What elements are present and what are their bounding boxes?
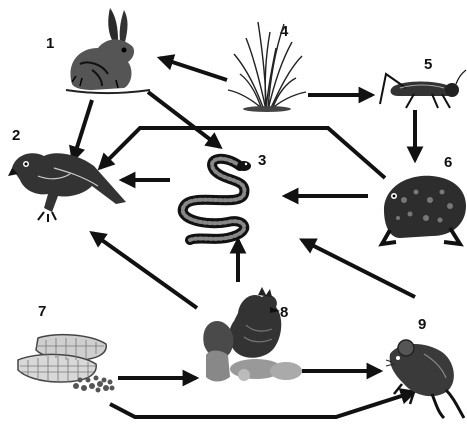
arrow-9-to-3 [302, 240, 415, 297]
number-label: 9 [418, 317, 426, 332]
mouse-icon [384, 334, 466, 420]
number-label: 6 [444, 155, 452, 170]
number-label: 1 [46, 36, 54, 51]
arrow-4-to-1 [160, 58, 227, 80]
hare-icon [62, 4, 154, 96]
number-label: 2 [12, 128, 20, 143]
snake-icon [174, 152, 260, 244]
arrow-7-to-9 [110, 392, 414, 417]
chickens-icon [200, 285, 304, 391]
arrow-8-to-2 [92, 233, 197, 308]
arrow-1-to-3 [148, 92, 220, 147]
corn-icon [16, 330, 118, 394]
grasshopper-icon [376, 68, 466, 110]
toad-icon [380, 170, 467, 246]
number-label: 7 [38, 304, 46, 319]
hawk-icon [8, 146, 128, 224]
grass-icon [226, 18, 308, 112]
